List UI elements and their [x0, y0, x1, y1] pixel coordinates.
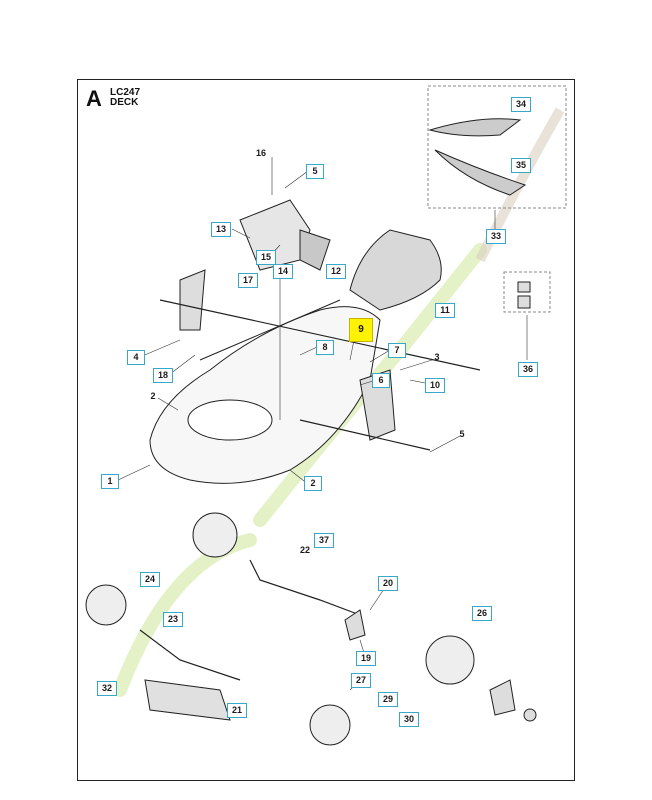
callout-34[interactable]: 34	[511, 97, 531, 112]
callout-22[interactable]: 22	[299, 545, 310, 555]
section-label: DECK	[110, 97, 139, 108]
callout-29[interactable]: 29	[378, 692, 398, 707]
callout-35[interactable]: 35	[511, 158, 531, 173]
callout-15[interactable]: 15	[256, 250, 276, 265]
callout-2[interactable]: 2	[150, 391, 156, 401]
callout-2-deck[interactable]: 2	[304, 476, 322, 491]
callout-33[interactable]: 33	[486, 229, 506, 244]
callout-9-highlighted[interactable]: 9	[349, 318, 373, 342]
callout-18[interactable]: 18	[153, 368, 173, 383]
height-adjuster-4	[179, 269, 206, 331]
axle-3	[159, 299, 481, 451]
callout-5-bolt[interactable]: 5	[459, 429, 465, 439]
callout-20[interactable]: 20	[378, 576, 398, 591]
callout-30[interactable]: 30	[399, 712, 419, 727]
callout-17[interactable]: 17	[238, 273, 258, 288]
rear-flap-12	[349, 229, 442, 311]
callout-21[interactable]: 21	[227, 703, 247, 718]
callout-11[interactable]: 11	[435, 303, 455, 318]
section-letter: A	[86, 86, 102, 111]
callout-14[interactable]: 14	[273, 264, 293, 279]
callout-13[interactable]: 13	[211, 222, 231, 237]
hub-parts	[344, 609, 537, 722]
callout-7[interactable]: 7	[388, 343, 406, 358]
model-label: LC247	[110, 87, 141, 98]
callout-5[interactable]: 5	[306, 164, 324, 179]
drive-axle-22	[139, 559, 361, 681]
grass-guard-32	[144, 679, 231, 721]
callout-16[interactable]: 16	[255, 148, 266, 158]
blade-parts-33	[428, 118, 527, 196]
callout-37[interactable]: 37	[314, 533, 334, 548]
callout-19[interactable]: 19	[356, 651, 376, 666]
callout-6[interactable]: 6	[372, 373, 390, 388]
callout-8[interactable]: 8	[316, 340, 334, 355]
inset-box-36	[503, 271, 551, 313]
callout-10[interactable]: 10	[425, 378, 445, 393]
callout-26[interactable]: 26	[472, 606, 492, 621]
callout-23[interactable]: 23	[163, 612, 183, 627]
callout-12[interactable]: 12	[326, 264, 346, 279]
callout-27[interactable]: 27	[351, 673, 371, 688]
callout-1[interactable]: 1	[101, 474, 119, 489]
callout-3[interactable]: 3	[434, 352, 440, 362]
handle-bracket-13	[239, 199, 331, 271]
wheels	[85, 512, 475, 746]
bolt-spacer-36	[517, 281, 531, 309]
callout-4[interactable]: 4	[127, 350, 145, 365]
callout-32[interactable]: 32	[97, 681, 117, 696]
callout-24[interactable]: 24	[140, 572, 160, 587]
callout-36[interactable]: 36	[518, 362, 538, 377]
